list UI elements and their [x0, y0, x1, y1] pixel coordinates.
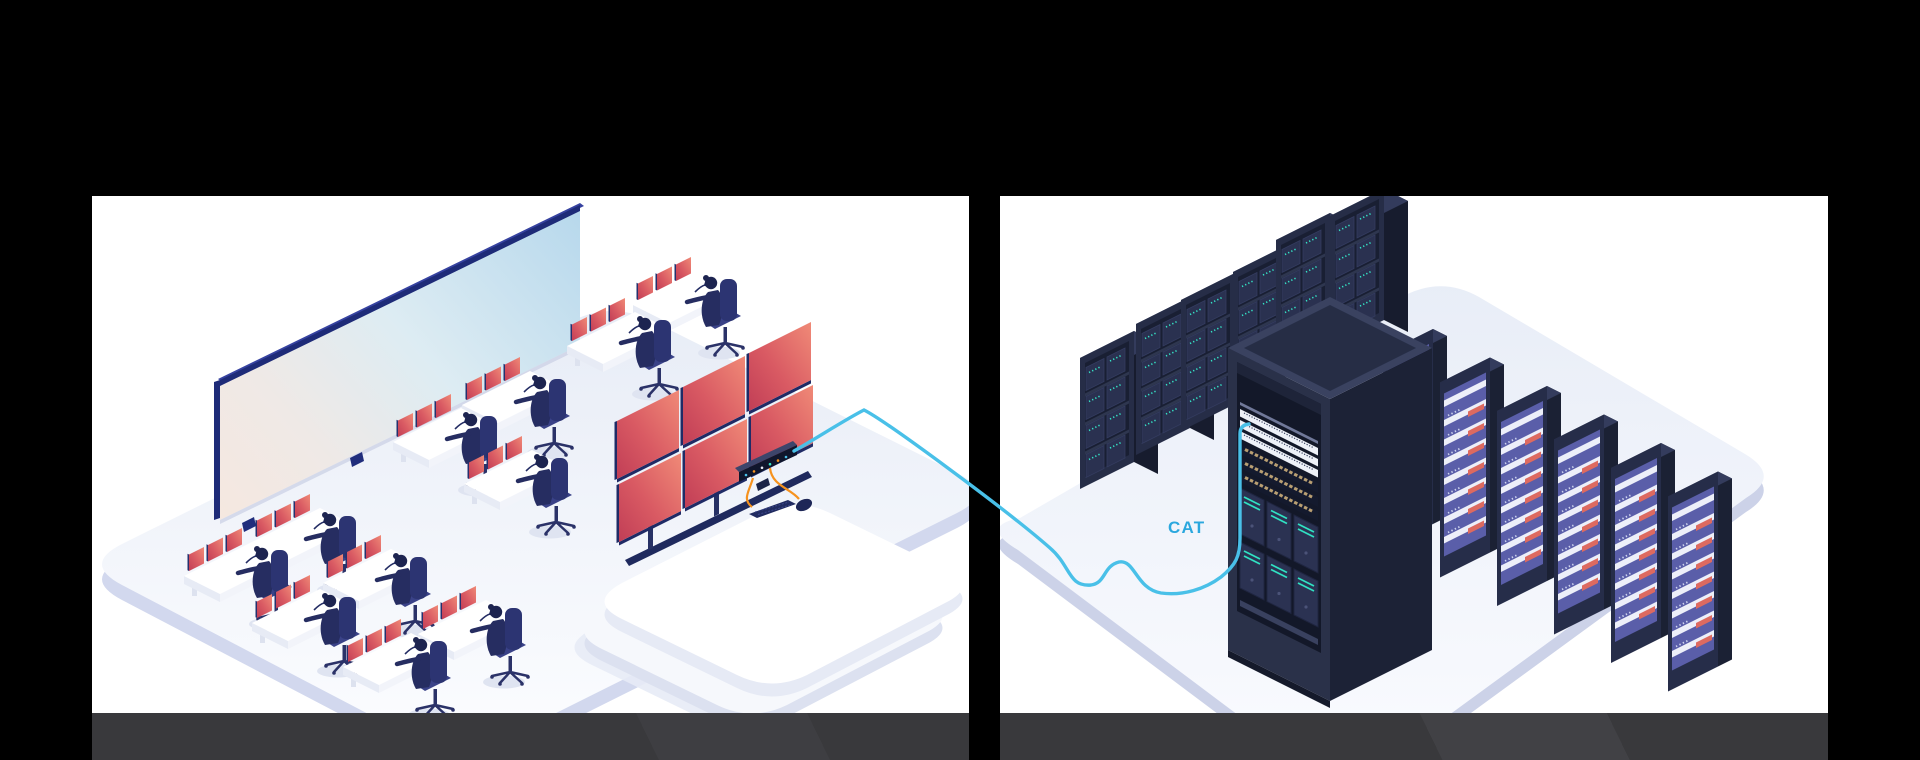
server-room-illustration [1000, 196, 1764, 760]
video-wall [614, 322, 813, 566]
blade-rack [1496, 385, 1562, 607]
keyboard [749, 500, 796, 518]
server-room-panel: CAT [1000, 196, 1828, 760]
blade-rack [1439, 356, 1505, 579]
kvm-cabinet [1228, 297, 1432, 708]
control-room-panel [92, 196, 969, 760]
video-wall-screen [614, 322, 813, 546]
kvm-receiver-device [735, 441, 797, 491]
cable-label: CAT [1168, 518, 1206, 537]
blade-rack [1610, 442, 1676, 664]
blade-rack [1553, 413, 1619, 636]
right-footer-band [1000, 713, 1828, 760]
presentation-wall [214, 203, 584, 532]
control-room-illustration [102, 203, 969, 760]
cabinet-equipment [1239, 402, 1319, 645]
blade-rack [1667, 470, 1733, 693]
left-footer-band [92, 713, 969, 760]
